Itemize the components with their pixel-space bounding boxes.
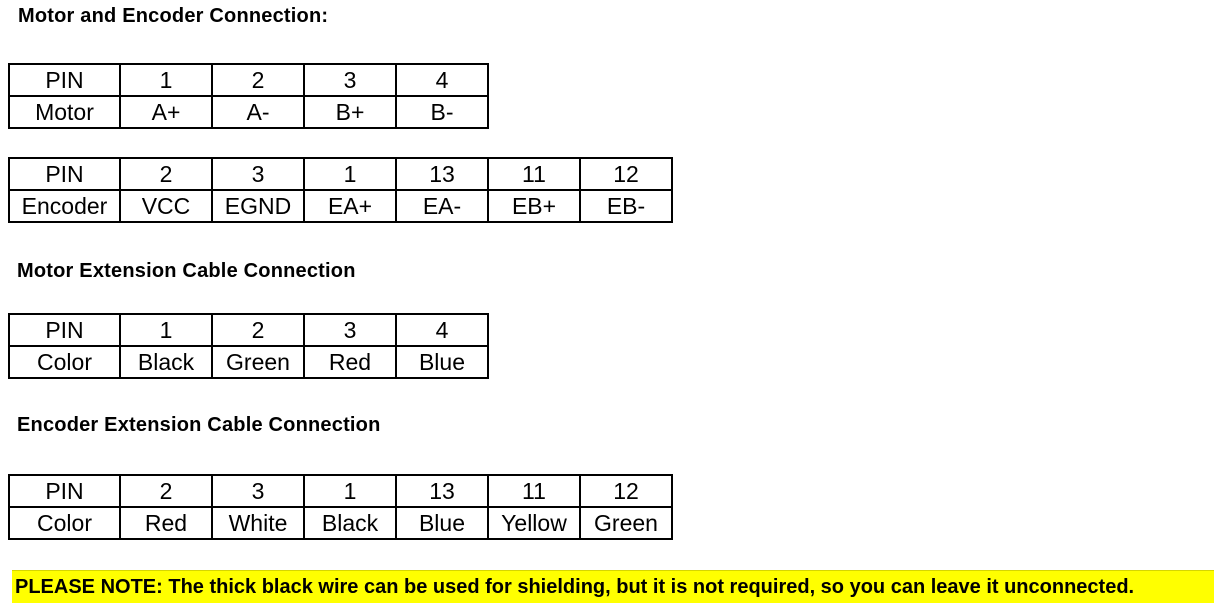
table-cell: Red	[303, 345, 397, 379]
table-header-cell: 12	[579, 474, 673, 508]
table-cell: EA+	[303, 189, 397, 223]
table-row: Color Red White Black Blue Yellow Green	[8, 506, 673, 540]
table-header-cell: 2	[119, 474, 213, 508]
encoder-connection-table: PIN 2 3 1 13 11 12 Encoder VCC EGND EA+ …	[8, 157, 673, 223]
table-cell: Motor	[8, 95, 121, 129]
table-header-cell: 1	[303, 474, 397, 508]
table-cell: A-	[211, 95, 305, 129]
table-cell: Color	[8, 345, 121, 379]
table-cell: VCC	[119, 189, 213, 223]
note-highlight-banner: PLEASE NOTE: The thick black wire can be…	[12, 570, 1214, 603]
section-heading-encoder-extension: Encoder Extension Cable Connection	[17, 414, 381, 436]
page-title: Motor and Encoder Connection:	[18, 5, 329, 27]
table-header-cell: 3	[303, 313, 397, 347]
table-header-cell: 11	[487, 474, 581, 508]
table-header-cell: 2	[119, 157, 213, 191]
table-cell: Yellow	[487, 506, 581, 540]
table-header-cell: 3	[211, 474, 305, 508]
table-cell: A+	[119, 95, 213, 129]
table-cell: Blue	[395, 506, 489, 540]
table-header-cell: 13	[395, 157, 489, 191]
table-cell: White	[211, 506, 305, 540]
table-cell: Green	[211, 345, 305, 379]
table-cell: Color	[8, 506, 121, 540]
motor-extension-cable-table: PIN 1 2 3 4 Color Black Green Red Blue	[8, 313, 489, 379]
table-cell: Black	[119, 345, 213, 379]
table-header-cell: 1	[303, 157, 397, 191]
table-cell: EB-	[579, 189, 673, 223]
table-cell: EB+	[487, 189, 581, 223]
table-header-cell: 3	[303, 63, 397, 97]
table-header-cell: 2	[211, 63, 305, 97]
table-cell: Red	[119, 506, 213, 540]
table-cell: Green	[579, 506, 673, 540]
table-cell: EA-	[395, 189, 489, 223]
table-cell: Black	[303, 506, 397, 540]
table-header-cell: 11	[487, 157, 581, 191]
table-cell: EGND	[211, 189, 305, 223]
table-cell: Blue	[395, 345, 489, 379]
table-row: PIN 2 3 1 13 11 12	[8, 474, 673, 508]
table-header-cell: PIN	[8, 474, 121, 508]
table-header-cell: PIN	[8, 63, 121, 97]
table-cell: Encoder	[8, 189, 121, 223]
table-row: Encoder VCC EGND EA+ EA- EB+ EB-	[8, 189, 673, 223]
table-cell: B-	[395, 95, 489, 129]
table-cell: B+	[303, 95, 397, 129]
table-row: PIN 2 3 1 13 11 12	[8, 157, 673, 191]
table-row: PIN 1 2 3 4	[8, 313, 489, 347]
table-header-cell: 12	[579, 157, 673, 191]
motor-connection-table: PIN 1 2 3 4 Motor A+ A- B+ B-	[8, 63, 489, 129]
table-header-cell: PIN	[8, 157, 121, 191]
encoder-extension-cable-table: PIN 2 3 1 13 11 12 Color Red White Black…	[8, 474, 673, 540]
table-header-cell: PIN	[8, 313, 121, 347]
table-header-cell: 13	[395, 474, 489, 508]
table-row: Color Black Green Red Blue	[8, 345, 489, 379]
table-header-cell: 4	[395, 63, 489, 97]
section-heading-motor-extension: Motor Extension Cable Connection	[17, 260, 356, 282]
table-row: Motor A+ A- B+ B-	[8, 95, 489, 129]
table-header-cell: 3	[211, 157, 305, 191]
table-header-cell: 2	[211, 313, 305, 347]
table-row: PIN 1 2 3 4	[8, 63, 489, 97]
table-header-cell: 1	[119, 63, 213, 97]
table-header-cell: 1	[119, 313, 213, 347]
table-header-cell: 4	[395, 313, 489, 347]
note-text: PLEASE NOTE: The thick black wire can be…	[15, 576, 1135, 598]
